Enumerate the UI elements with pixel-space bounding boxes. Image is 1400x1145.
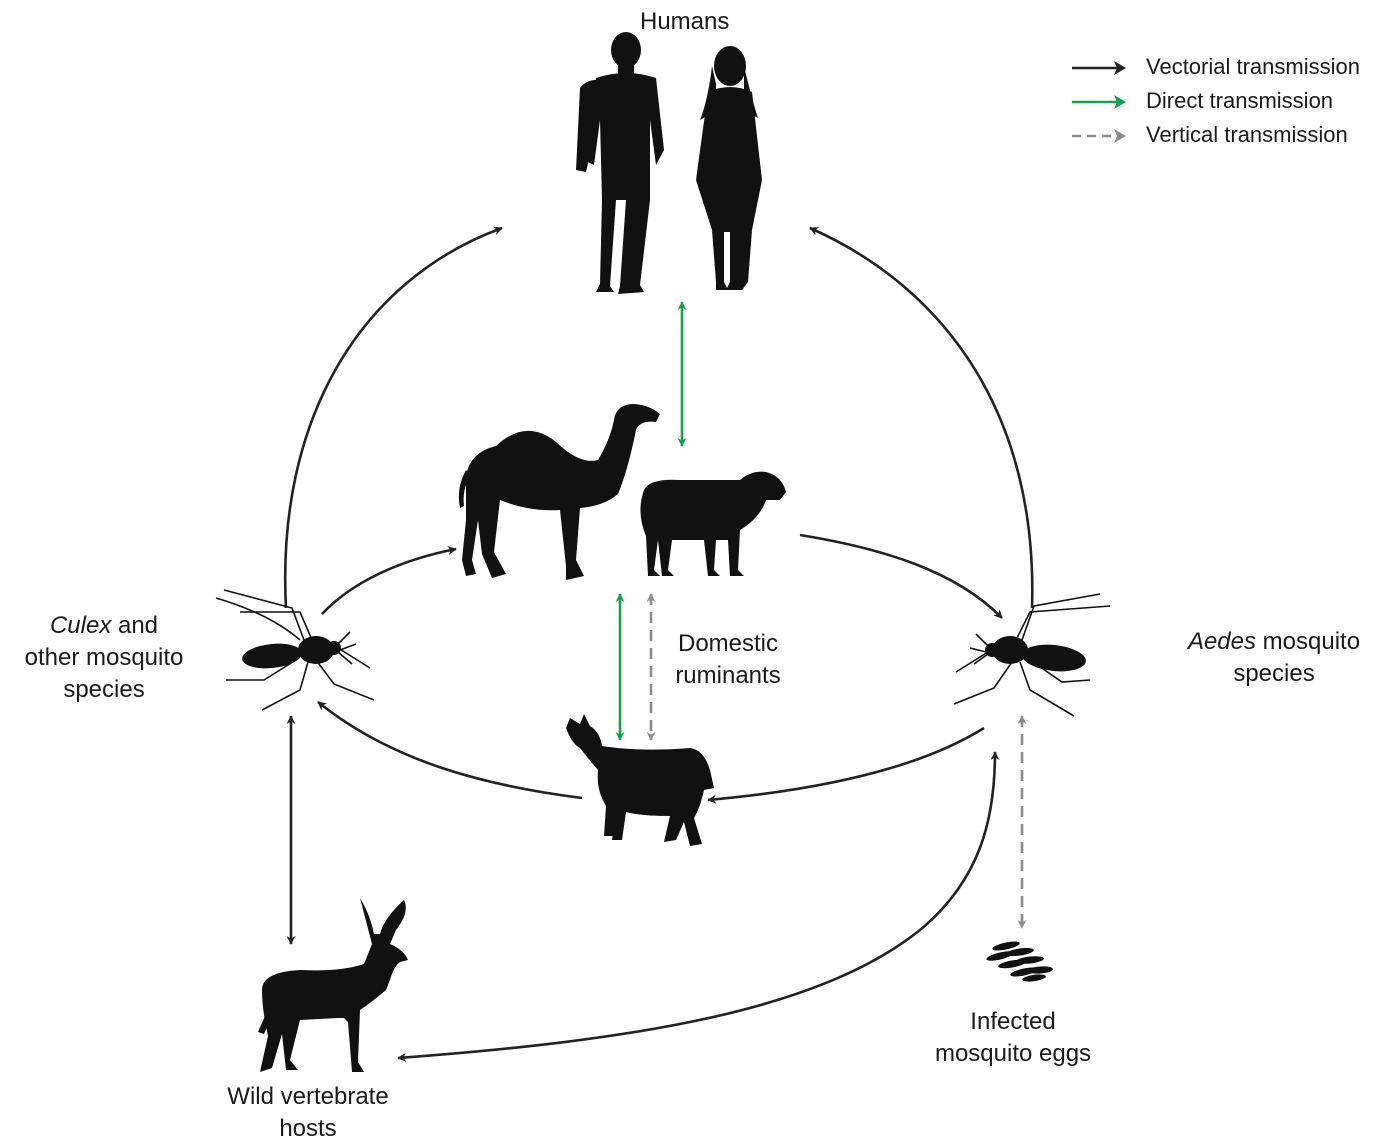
humans-label: Humans: [640, 8, 730, 35]
humans-icon: [576, 32, 762, 294]
wild-label-line2: hosts: [279, 1115, 337, 1142]
arrow-sheep-to-aedes: [799, 533, 1003, 619]
arrow-aedes-to-goat: [707, 726, 985, 804]
aedes-label-line2: species: [1233, 660, 1315, 687]
eggs-label-line2: mosquito eggs: [934, 1040, 1092, 1067]
domestic-label-line2: ruminants: [675, 662, 781, 689]
antelope-icon: [258, 898, 408, 1072]
label-wild-hosts: Wild vertebrate hosts: [206, 1081, 410, 1145]
legend-vectorial-label: Vectorial transmission: [1146, 54, 1360, 79]
culex-mosquito-icon: [215, 589, 375, 711]
culex-label-line1: Culex and: [6, 610, 202, 642]
label-humans: Humans: [640, 6, 729, 38]
mosquito-eggs-icon: [986, 941, 1053, 982]
label-aedes: Aedes mosquito species: [1168, 626, 1380, 690]
label-domestic-ruminants: Domestic ruminants: [660, 628, 796, 692]
goat-icon: [566, 714, 714, 846]
domestic-label-line1: Domestic: [677, 630, 779, 657]
label-infected-eggs: Infected mosquito eggs: [920, 1006, 1106, 1070]
aedes-genus: Aedes: [1187, 628, 1256, 655]
culex-label-line3: species: [63, 676, 145, 703]
arrow-goat-to-culex: [317, 700, 583, 800]
culex-and: and: [111, 612, 159, 639]
culex-label-line2: other mosquito: [24, 644, 184, 671]
aedes-mosquito-word: mosquito: [1256, 628, 1361, 655]
arrow-antelope-aedes: [397, 751, 1000, 1062]
legend-direct-label: Direct transmission: [1146, 88, 1334, 113]
arrow-aedes-to-humans: [809, 226, 1034, 609]
culex-genus: Culex: [49, 612, 112, 639]
label-culex: Culex and other mosquito species: [6, 610, 202, 706]
sheep-icon: [640, 471, 786, 576]
vectorial-arrow-icon: [1072, 61, 1126, 75]
legend-vertical-label: Vertical transmission: [1146, 122, 1348, 147]
vertical-arrow-icon: [1072, 129, 1126, 143]
arrow-culex-to-camel: [321, 546, 457, 615]
aedes-mosquito-icon: [953, 593, 1111, 717]
arrow-culex-to-humans: [283, 226, 503, 609]
aedes-label-line1: Aedes mosquito: [1168, 626, 1380, 658]
wild-label-line1: Wild vertebrate: [227, 1083, 389, 1110]
direct-arrow-icon: [1072, 95, 1126, 109]
camel-icon: [458, 404, 660, 580]
eggs-label-line1: Infected: [970, 1008, 1056, 1035]
